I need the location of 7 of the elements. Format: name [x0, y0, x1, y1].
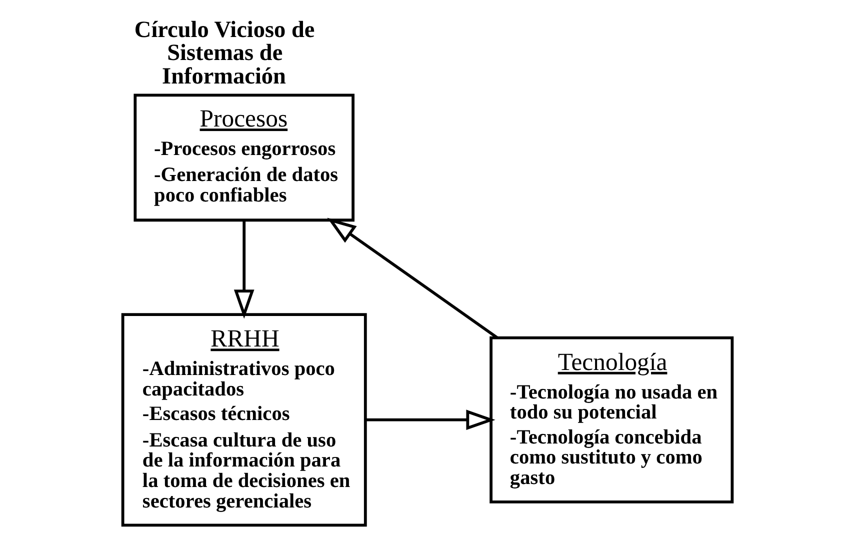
arrow	[233, 220, 254, 319]
arrow	[364, 410, 495, 430]
node-box: Procesos -Procesos engorrosos -Generación de datos poco confiables	[133, 94, 354, 222]
node-box: Tecnología -Tecnología no usada en todo su potencial -Tecnología concebida como sustituto y como gasto	[489, 336, 734, 504]
arrow	[326, 218, 498, 339]
node-box: RRHH -Administrativos poco capacitados -Escasos técnicos -Escasa cultura de uso de la información para la toma de decisiones en sectores gerenciales	[120, 313, 366, 527]
diagram-title: Círculo Vicioso de Sistemas de Información	[134, 16, 314, 90]
